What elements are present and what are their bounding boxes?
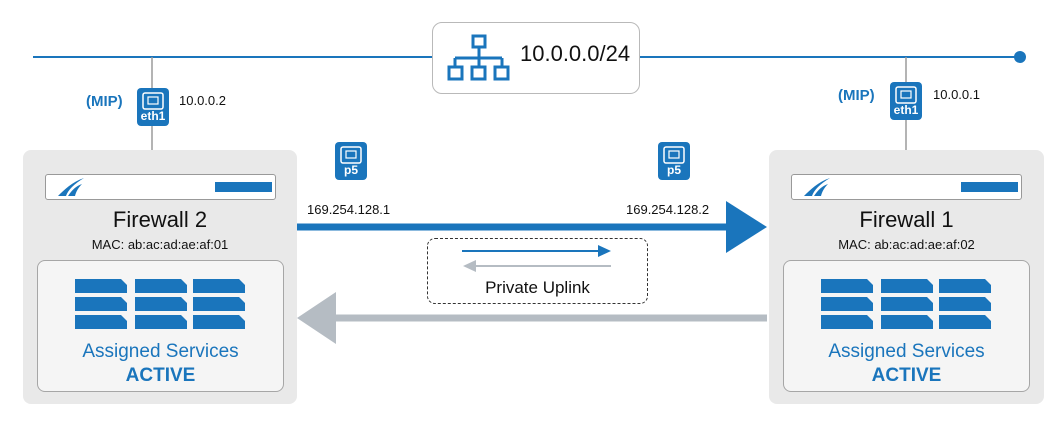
server-stack-icon [75, 279, 245, 329]
fw2-p5-port: p5 [335, 142, 367, 180]
fw1-appliance-bar [791, 174, 1022, 200]
sync-arrow-left-head [297, 292, 336, 344]
fw2-mac: MAC: ab:ac:ad:ae:af:01 [91, 237, 229, 252]
fw2-services-state: ACTIVE [125, 365, 196, 386]
private-uplink-box [427, 238, 648, 304]
fw2-title: Firewall 2 [112, 207, 208, 232]
ethernet-port-icon [895, 86, 917, 104]
fw1-mip-label: (MIP) [838, 87, 875, 104]
fw1-appliance-indicator [961, 182, 1018, 192]
fw2-appliance-indicator [215, 182, 272, 192]
fw2-appliance-bar [45, 174, 276, 200]
fw1-mac: MAC: ab:ac:ad:ae:af:02 [838, 237, 975, 252]
subnet-label: 10.0.0.0/24 [520, 41, 631, 66]
fw2-services-box: Assigned Services ACTIVE [37, 260, 284, 392]
sync-arrow-right-head [726, 201, 767, 253]
network-topology-icon [447, 34, 510, 81]
brand-logo-icon [58, 178, 84, 196]
network-box [432, 22, 640, 94]
fw2-link-ip: 169.254.128.1 [307, 202, 391, 217]
fw1-p5-label: p5 [666, 163, 681, 177]
firewall-1-panel: Firewall 1 MAC: ab:ac:ad:ae:af:02 Assign… [769, 150, 1044, 404]
fw2-eth1-port: eth1 [137, 88, 169, 126]
fw1-services-label: Assigned Services [828, 341, 985, 362]
fw1-mgmt-ip: 10.0.0.1 [933, 87, 980, 102]
brand-logo-icon [804, 178, 830, 196]
fw2-mip-label: (MIP) [86, 93, 123, 110]
firewall-2-panel: Firewall 2 MAC: ab:ac:ad:ae:af:01 Assign… [23, 150, 297, 404]
fw1-link-ip: 169.254.128.2 [626, 202, 710, 217]
fw1-eth1-port: eth1 [890, 82, 922, 120]
uplink-arrows-icon [462, 245, 611, 272]
fw1-services-box: Assigned Services ACTIVE [783, 260, 1030, 392]
ethernet-port-icon [340, 146, 362, 164]
fw1-p5-port: p5 [658, 142, 690, 180]
private-uplink-label: Private Uplink [485, 278, 590, 297]
fw2-mgmt-ip: 10.0.0.2 [179, 93, 226, 108]
fw1-eth1-label: eth1 [893, 103, 919, 117]
fw1-title: Firewall 1 [859, 207, 954, 232]
network-bus-endpoint [1014, 51, 1026, 63]
ethernet-port-icon [663, 146, 685, 164]
server-stack-icon [821, 279, 991, 329]
fw2-p5-label: p5 [343, 163, 358, 177]
fw2-services-label: Assigned Services [82, 341, 239, 362]
ethernet-port-icon [142, 92, 164, 110]
fw2-eth1-label: eth1 [140, 109, 166, 123]
fw1-services-state: ACTIVE [871, 365, 942, 386]
